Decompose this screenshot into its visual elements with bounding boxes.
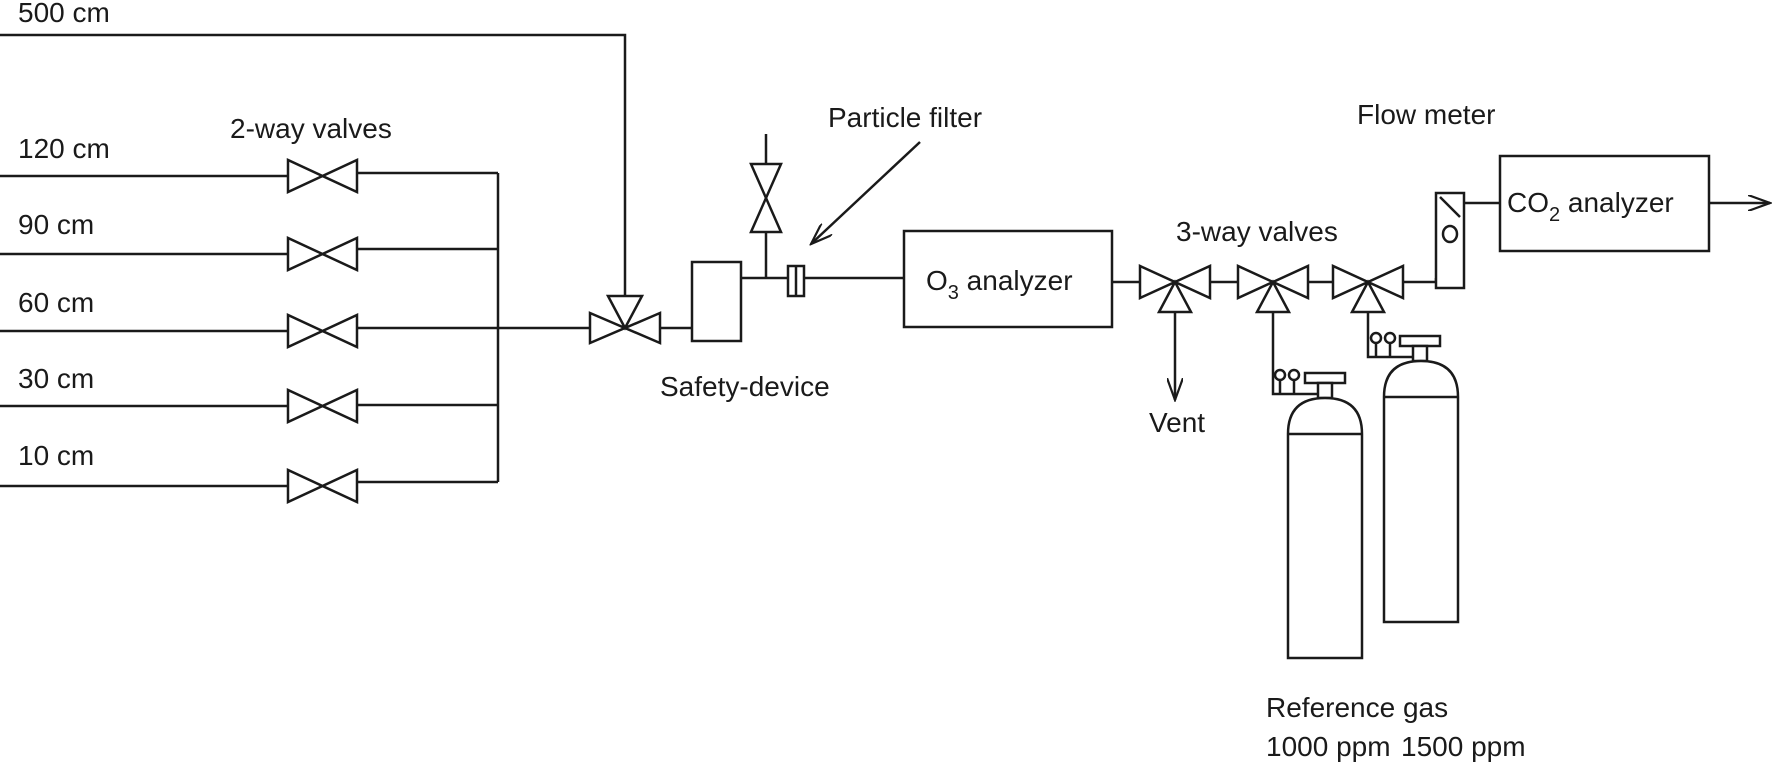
o3-analyzer-label: O3 analyzer bbox=[926, 265, 1073, 304]
two-way-valves-label: 2-way valves bbox=[230, 113, 392, 144]
particle-filter-label: Particle filter bbox=[828, 102, 982, 133]
cylinder1-gauge-a bbox=[1273, 368, 1287, 382]
cylinder2-valve-stem bbox=[1411, 344, 1429, 363]
two-way-valve-30cm bbox=[286, 388, 359, 424]
valve3-to-flowmeter-line bbox=[1403, 278, 1438, 284]
cylinder1-valve-stem bbox=[1316, 381, 1334, 400]
flow-meter-label: Flow meter bbox=[1357, 99, 1495, 130]
height-label-500cm: 500 cm bbox=[18, 0, 110, 28]
branch-two-way-valve bbox=[749, 162, 783, 234]
cylinder2-feed-line bbox=[1366, 312, 1384, 359]
cylinder2-valve-handle bbox=[1398, 334, 1442, 348]
flow-meter-top-accent bbox=[1439, 196, 1461, 218]
reference-gas-1000ppm-label: 1000 ppm bbox=[1266, 731, 1391, 762]
particle-filter-pointer bbox=[811, 141, 921, 244]
two-way-valve-90cm bbox=[286, 236, 359, 272]
cylinder2-gauge-a bbox=[1369, 331, 1383, 345]
two-way-valve-10cm bbox=[286, 468, 359, 504]
two-way-valve-60cm bbox=[286, 313, 359, 349]
three-way-valve-3 bbox=[1331, 264, 1405, 314]
o3-analyzer-box bbox=[902, 229, 1114, 329]
height-label-30cm: 30 cm bbox=[18, 363, 94, 394]
height-label-10cm: 10 cm bbox=[18, 440, 94, 471]
three-way-valve-1 bbox=[1138, 264, 1212, 314]
reference-gas-1500ppm-label: 1500 ppm bbox=[1401, 731, 1526, 762]
cylinder2-gauge-b bbox=[1383, 331, 1397, 345]
cylinder2-body bbox=[1382, 359, 1460, 624]
main-three-way-valve bbox=[588, 294, 662, 345]
cylinder1-gauge-b bbox=[1287, 368, 1301, 382]
cylinder1-body bbox=[1286, 396, 1364, 660]
vent-label: Vent bbox=[1149, 407, 1205, 438]
co2-analyzer-box bbox=[1498, 154, 1711, 253]
safety-device-label: Safety-device bbox=[660, 371, 830, 402]
height-label-120cm: 120 cm bbox=[18, 133, 110, 164]
height-label-60cm: 60 cm bbox=[18, 287, 94, 318]
reference-gas-label: Reference gas bbox=[1266, 692, 1448, 723]
flow-meter-float bbox=[1441, 224, 1459, 244]
cylinder1-valve-handle bbox=[1303, 371, 1347, 385]
three-way-valves-label: 3-way valves bbox=[1176, 216, 1338, 247]
co2-analyzer-label: CO2 analyzer bbox=[1507, 187, 1674, 226]
cylinder1-feed-line bbox=[1271, 312, 1288, 396]
three-way-valve-2 bbox=[1236, 264, 1310, 314]
safety-device-box bbox=[690, 260, 743, 343]
height-label-90cm: 90 cm bbox=[18, 209, 94, 240]
two-way-valve-120cm bbox=[286, 158, 359, 194]
inlet-line-500cm bbox=[0, 33, 627, 322]
